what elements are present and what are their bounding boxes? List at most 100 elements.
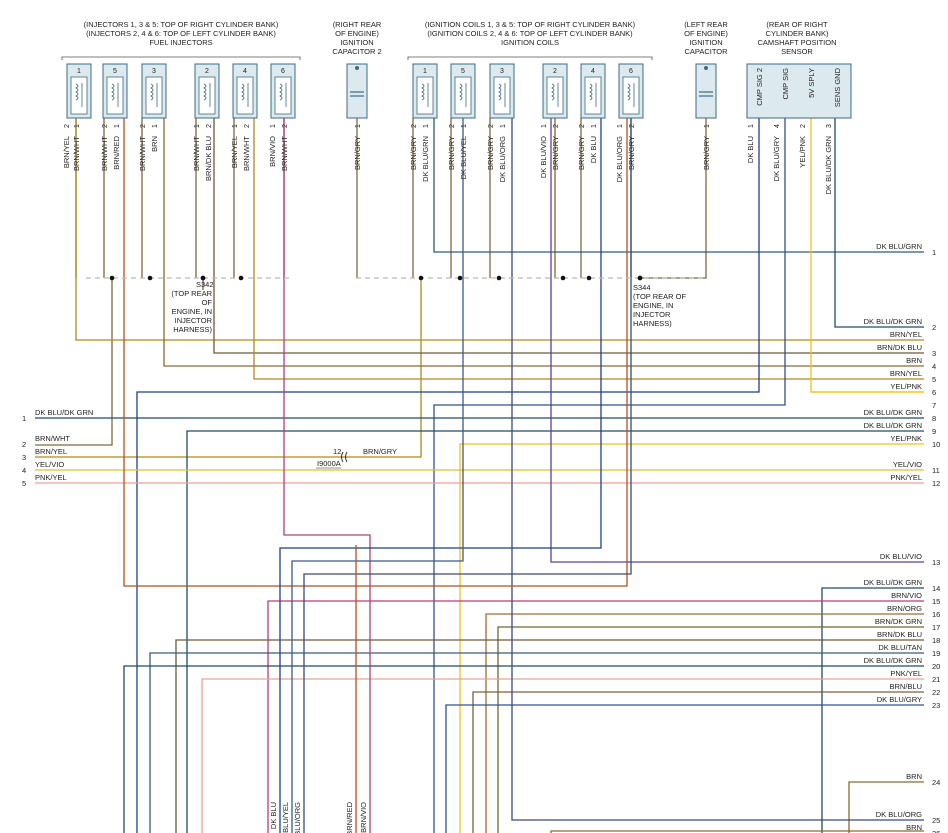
fuel-injector-1-number: 1 <box>77 68 81 75</box>
left-connector-wire-label: PNK/YEL <box>35 473 67 482</box>
capacitor-wire-label: BRN/GRY <box>702 136 711 170</box>
ignition-capacitor-2-ground-dot <box>355 66 359 70</box>
injector-wire-label: BRN/DK BLU <box>204 136 213 181</box>
dk-blu-dk-grn-wire-20 <box>123 665 924 833</box>
splice-junction <box>418 275 424 281</box>
splice-s342-label: OF <box>202 298 213 307</box>
right-connector-wire-label: BRN/ORG <box>887 604 922 613</box>
splice-s344-label: (TOP REAR OF <box>633 292 686 301</box>
capacitor2-pin-number: 1 <box>355 124 362 128</box>
splice-junction <box>586 275 592 281</box>
right-connector-pin-number: 15 <box>932 597 940 606</box>
coil-pin-number: 2 <box>553 124 560 128</box>
coil-pin-number: 1 <box>617 124 624 128</box>
ignition-coil-4-symbol <box>584 76 602 115</box>
brn-dk-grn-wire-17 <box>497 626 924 833</box>
cmp-pin-number: 1 <box>748 124 755 128</box>
bottom-wire-label: DK BLU/YEL <box>281 802 290 833</box>
splice-s344-label: INJECTOR <box>633 310 671 319</box>
brn-wire-26 <box>550 830 924 833</box>
coil-wire-label: BRN/GRY <box>627 136 636 170</box>
injector-wire-label: BRN/WHT <box>72 136 81 171</box>
right-connector-wire-label: BRN <box>906 772 922 781</box>
cmp-sens-gnd-wire-2 <box>834 118 924 328</box>
right-connector-wire-label: BRN/YEL <box>890 369 922 378</box>
coil-pin-number: 1 <box>461 124 468 128</box>
fuel-injector-2-number: 2 <box>205 68 209 75</box>
brn-dk-blu-wire-18 <box>175 639 924 833</box>
capacitor-feed-wire <box>640 118 707 279</box>
left-connector-pin-number: 1 <box>22 414 26 423</box>
injector-pin-number: 2 <box>282 124 289 128</box>
ignition-coil-2-coil-glyph <box>551 83 559 107</box>
cmp-wire-label: DK BLU/DK GRN <box>824 136 833 194</box>
ignition-coil-1-coil-glyph <box>421 83 429 107</box>
splice-s344-label: HARNESS) <box>633 319 672 328</box>
fuel-injector-6-number: 6 <box>281 68 285 75</box>
splice-junction <box>238 275 244 281</box>
ignition-coil-6-symbol <box>622 76 640 115</box>
dk-blu-gry-wire-23 <box>445 704 924 833</box>
cmp-header-line: SENSOR <box>781 47 813 56</box>
injector-pin-number: 1 <box>270 124 277 128</box>
brn-wht-to-left-2 <box>35 278 113 446</box>
right-connector-wire-label: YEL/PNK <box>890 434 922 443</box>
right-connector-pin-number: 24 <box>932 778 940 787</box>
coil-wire-label: DK BLU/YEL <box>459 136 468 179</box>
injector-pin-number: 2 <box>244 124 251 128</box>
fuel-injector-4-coil-glyph <box>241 83 249 107</box>
injector-wire-label: BRN/VIO <box>268 136 277 167</box>
fuel-injector-3-symbol <box>145 76 163 115</box>
cmp-sig2-wire <box>136 118 760 833</box>
right-connector-wire-label: DK BLU/ORG <box>876 810 922 819</box>
right-connector-pin-number: 19 <box>932 649 940 658</box>
yel-pnk-wire-10 <box>459 443 924 833</box>
coil-wire-label: DK BLU/VIO <box>539 136 548 178</box>
fuel-injector-6-symbol <box>274 76 292 115</box>
injector-wire-label: BRN/WHT <box>242 136 251 171</box>
text-layer: (INJECTORS 1, 3 & 5: TOP OF RIGHT CYLIND… <box>22 20 940 833</box>
brn-wire-4 <box>163 118 924 367</box>
brn-gry-to-inline-12 <box>35 278 422 458</box>
coils-header-line: IGNITION COILS <box>501 38 559 47</box>
brn-yel-wire-5 <box>253 118 924 380</box>
right-connector-wire-label: DK BLU/DK GRN <box>864 421 922 430</box>
splice-s342-label: S342 <box>196 280 214 289</box>
right-connector-wire-label: BRN <box>906 823 922 832</box>
cmp-pin-number: 3 <box>826 124 833 128</box>
coil-wire-label: BRN/GRY <box>447 136 456 170</box>
splice-junction <box>457 275 463 281</box>
right-connector-wire-label: DK BLU/DK GRN <box>864 656 922 665</box>
cmp-wire-label: DK BLU <box>746 136 755 163</box>
right-connector-pin-number: 5 <box>932 375 936 384</box>
ignition-coil-2-number: 2 <box>553 68 557 75</box>
camshaft-position-sensor <box>746 63 852 119</box>
right-connector-wire-label: BRN/DK GRN <box>875 617 922 626</box>
right-connector-wire-label: BRN <box>906 356 922 365</box>
capacitor-header-line: IGNITION <box>689 38 722 47</box>
inline-connector-symbol <box>341 451 348 463</box>
left-connector-pin-number: 3 <box>22 453 26 462</box>
injector-wire-label: BRN/RED <box>112 135 121 169</box>
injectors-bracket <box>61 56 301 60</box>
brn-blu-wire-22 <box>472 691 924 833</box>
cmp-pin-number: 2 <box>800 124 807 128</box>
dk-blu-dk-grn-wire-14 <box>821 587 924 833</box>
splice-s342-label: (TOP REAR <box>171 289 212 298</box>
ignition-coil-5-number: 5 <box>461 68 465 75</box>
right-connector-wire-label: YEL/VIO <box>893 460 922 469</box>
cmp-pin-label: CMP SIG 2 <box>755 68 764 106</box>
splice-s342-label: INJECTOR <box>175 316 213 325</box>
capacitor-pin-number: 1 <box>704 124 711 128</box>
right-connector-wire-label: BRN/BLU <box>889 682 922 691</box>
coil-wire-label: DK BLU/ORG <box>498 136 507 182</box>
injector-wire-label: BRN/WHT <box>280 136 289 171</box>
right-connector-pin-number: 16 <box>932 610 940 619</box>
ignition-coil-3-number: 3 <box>500 68 504 75</box>
right-connector-wire-label: DK BLU/DK GRN <box>864 408 922 417</box>
coil-wire-label: BRN/GRY <box>486 136 495 170</box>
coil-pin-number: 2 <box>488 124 495 128</box>
coil-wire-label: BRN/GRY <box>577 136 586 170</box>
right-connector-pin-number: 1 <box>932 248 936 257</box>
ignition-coil-4-number: 4 <box>591 68 595 75</box>
